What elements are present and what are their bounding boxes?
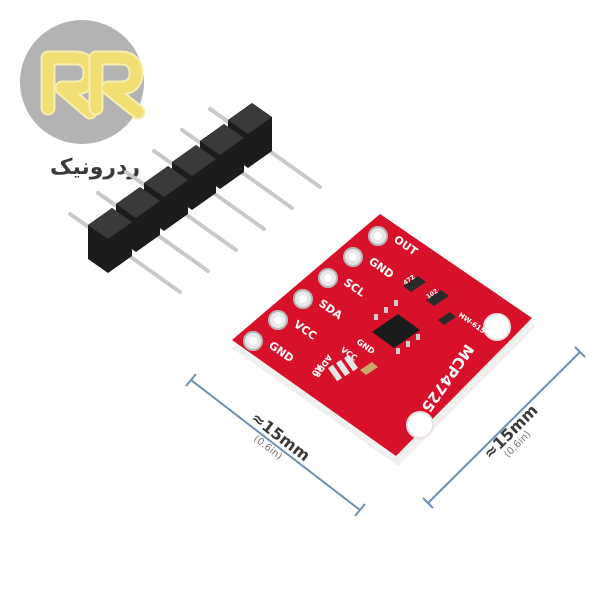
header-pin-strip [68, 103, 322, 294]
mcp4725-breakout-board: OUT GND SCL SDA VCC GND MCP4725 ADDR A0 … [232, 214, 536, 466]
logo-caption: ردرونیک [49, 155, 141, 180]
logo-mark-icon [20, 20, 146, 144]
dimension-annotations [185, 346, 586, 517]
brand-logo: ردرونیک [20, 12, 170, 192]
dac-chip [372, 300, 420, 354]
